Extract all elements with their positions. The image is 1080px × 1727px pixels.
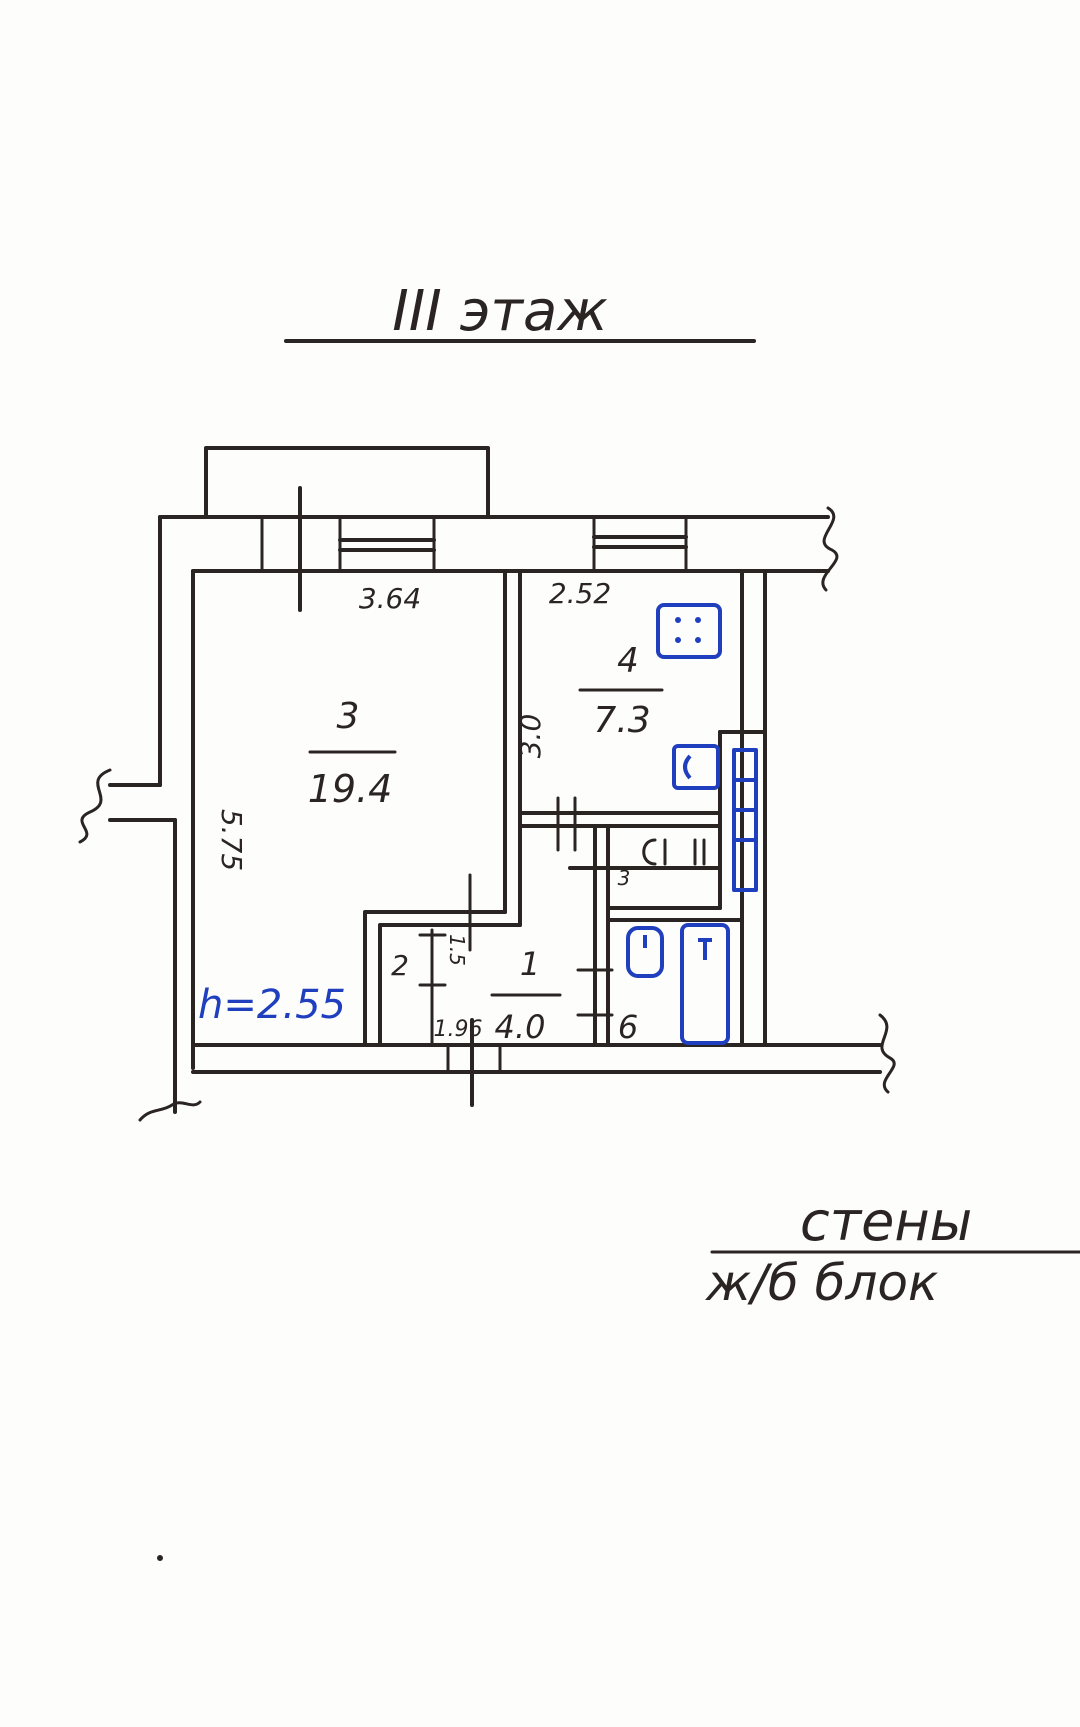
room2-area: 1.5 (445, 934, 469, 966)
exterior-wall-left (78, 515, 202, 1122)
kitchen-sink-icon (672, 744, 720, 790)
ceiling-height: h=2.55 (198, 982, 346, 1028)
stove-icon (656, 603, 722, 659)
dim-wc-mark: 6 (618, 1008, 638, 1046)
room3-area: 19.4 (308, 767, 393, 811)
room2-number: 2 (391, 949, 409, 982)
dim-bath-mark: 3 (618, 866, 631, 890)
partition-kitchen-bath (518, 796, 744, 1047)
ventilation-duct-icon (732, 748, 758, 892)
room1-area: 4.0 (495, 1008, 546, 1046)
dim-corridor-width: 1.96 (434, 1017, 483, 1042)
washbasin-icon (642, 838, 706, 866)
dim-room4-length: 3.0 (514, 714, 547, 759)
ink-dot (157, 1555, 163, 1561)
walls-note-line1: стены (800, 1190, 972, 1253)
bathtub-icon (680, 923, 730, 1045)
closet-partition (418, 928, 447, 1047)
toilet-icon (626, 926, 664, 978)
room1-number: 1 (520, 945, 540, 983)
dim-room3-length: 5.75 (215, 809, 248, 871)
window-room4 (592, 515, 688, 573)
walls-note-line2: ж/б блок (705, 1254, 938, 1312)
room4-number: 4 (617, 641, 639, 681)
partition-room3-room4 (363, 569, 522, 1047)
dim-room3-width: 3.64 (359, 582, 421, 615)
floor-title: III этаж (392, 279, 607, 344)
dim-room4-width: 2.52 (549, 577, 611, 610)
window-room3 (260, 486, 436, 612)
room3-number: 3 (337, 696, 360, 737)
room4-area: 7.3 (593, 700, 650, 741)
balcony-outline (204, 446, 490, 518)
